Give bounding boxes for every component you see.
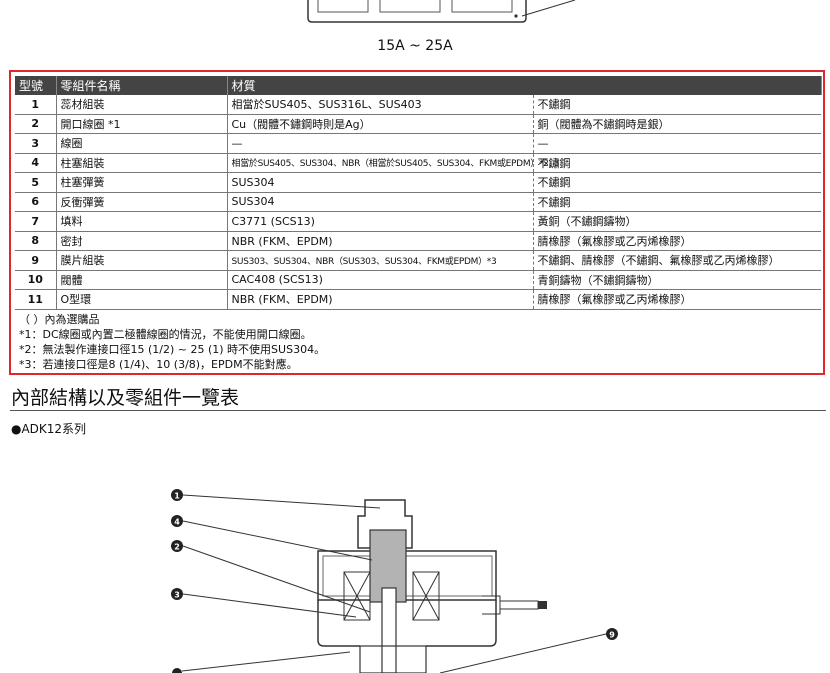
material-description: 不鏽鋼、腈橡膠（不鏽鋼、氟橡膠或乙丙烯橡膠） xyxy=(533,250,822,271)
row-number: 11 xyxy=(15,289,57,310)
material-designation: 相當於SUS405、SUS304、NBR（相當於SUS405、SUS304、FK… xyxy=(227,153,559,173)
row-number: 6 xyxy=(15,192,57,212)
callout-label: 1 xyxy=(174,492,180,501)
callout-label: 9 xyxy=(609,631,615,640)
part-name: 反衝彈簧 xyxy=(56,192,228,212)
part-name: O型環 xyxy=(56,289,228,310)
material-description: 青銅鑄物（不鏽鋼鑄物） xyxy=(533,270,822,290)
material-description: — xyxy=(533,133,822,154)
note-item: （ ）內為選購品 xyxy=(19,313,100,326)
section-divider xyxy=(10,410,826,411)
part-name: 閥體 xyxy=(56,270,228,290)
part-name: 柱塞彈簧 xyxy=(56,172,228,193)
header-material: 材質 xyxy=(227,76,822,95)
callout-9 xyxy=(606,628,618,640)
row-number: 9 xyxy=(15,250,57,271)
callout-2 xyxy=(171,540,183,552)
part-name: 膜片組裝 xyxy=(56,250,228,271)
material-designation: NBR (FKM、EPDM) xyxy=(227,289,534,310)
callout-label: 4 xyxy=(174,518,180,527)
row-number: 4 xyxy=(15,153,57,173)
material-designation: NBR (FKM、EPDM) xyxy=(227,231,534,251)
callout-1 xyxy=(171,489,183,501)
notes: （ ）內為選購品 *1：DC線圈或內置二極體線圈的情況，不能使用開口線圈。 *2… xyxy=(19,312,325,372)
material-designation: SUS304 xyxy=(227,172,534,193)
callout-3 xyxy=(171,588,183,600)
note-item: *1：DC線圈或內置二極體線圈的情況，不能使用開口線圈。 xyxy=(19,328,312,341)
callout-label: 3 xyxy=(174,591,180,600)
note-item: *2：無法製作連接口徑15 (1/2) ~ 25 (1) 時不使用SUS304。 xyxy=(19,343,326,356)
header-name: 零組件名稱 xyxy=(56,76,228,95)
callout-label: 2 xyxy=(174,543,180,552)
material-description: 不鏽鋼 xyxy=(533,192,822,212)
material-description: 黃銅（不鏽鋼鑄物） xyxy=(533,211,822,232)
material-description: 不鏽鋼 xyxy=(533,153,822,173)
top-figure-fragment xyxy=(307,0,576,23)
part-name: 柱塞組裝 xyxy=(56,153,228,173)
row-number: 8 xyxy=(15,231,57,251)
part-name: 開口線圈 *1 xyxy=(56,114,228,134)
row-number: 2 xyxy=(15,114,57,134)
valve-cross-section-diagram: 1 4 2 3 9 xyxy=(171,489,618,673)
header-no: 型號 xyxy=(15,76,57,95)
note-item: *3：若連接口徑是8 (1/4)、10 (3/8)，EPDM不能對應。 xyxy=(19,358,298,371)
material-designation: CAC408 (SCS13) xyxy=(227,270,534,290)
material-description: 腈橡膠（氟橡膠或乙丙烯橡膠） xyxy=(533,231,822,251)
part-name: 密封 xyxy=(56,231,228,251)
material-description: 不鏽鋼 xyxy=(533,95,822,115)
table-header-row: 型號 零組件名稱 材質 xyxy=(15,76,822,95)
material-designation: SUS304 xyxy=(227,192,534,212)
row-number: 10 xyxy=(15,270,57,290)
row-number: 3 xyxy=(15,133,57,154)
part-name: 填料 xyxy=(56,211,228,232)
part-name: 線圈 xyxy=(56,133,228,154)
material-description: 腈橡膠（氟橡膠或乙丙烯橡膠） xyxy=(533,289,822,310)
section-title: 內部結構以及零組件一覽表 xyxy=(11,387,240,409)
row-number: 7 xyxy=(15,211,57,232)
material-designation: — xyxy=(227,133,534,154)
material-designation: SUS303、SUS304、NBR（SUS303、SUS304、FKM或EPDM… xyxy=(227,250,534,271)
material-designation: Cu（閥體不鏽鋼時則是Ag） xyxy=(227,114,534,134)
row-number: 5 xyxy=(15,172,57,193)
row-number: 1 xyxy=(15,95,57,115)
material-designation: C3771 (SCS13) xyxy=(227,211,534,232)
callout-4 xyxy=(171,515,183,527)
material-description: 銅（閥體為不鏽鋼時是銀） xyxy=(533,114,822,134)
part-name: 蕊材組裝 xyxy=(56,95,228,115)
material-designation: 相當於SUS405、SUS316L、SUS403 xyxy=(227,95,534,115)
size-caption: 15A ~ 25A xyxy=(377,38,453,54)
series-label: ●ADK12系列 xyxy=(11,422,87,436)
material-description: 不鏽鋼 xyxy=(533,172,822,193)
